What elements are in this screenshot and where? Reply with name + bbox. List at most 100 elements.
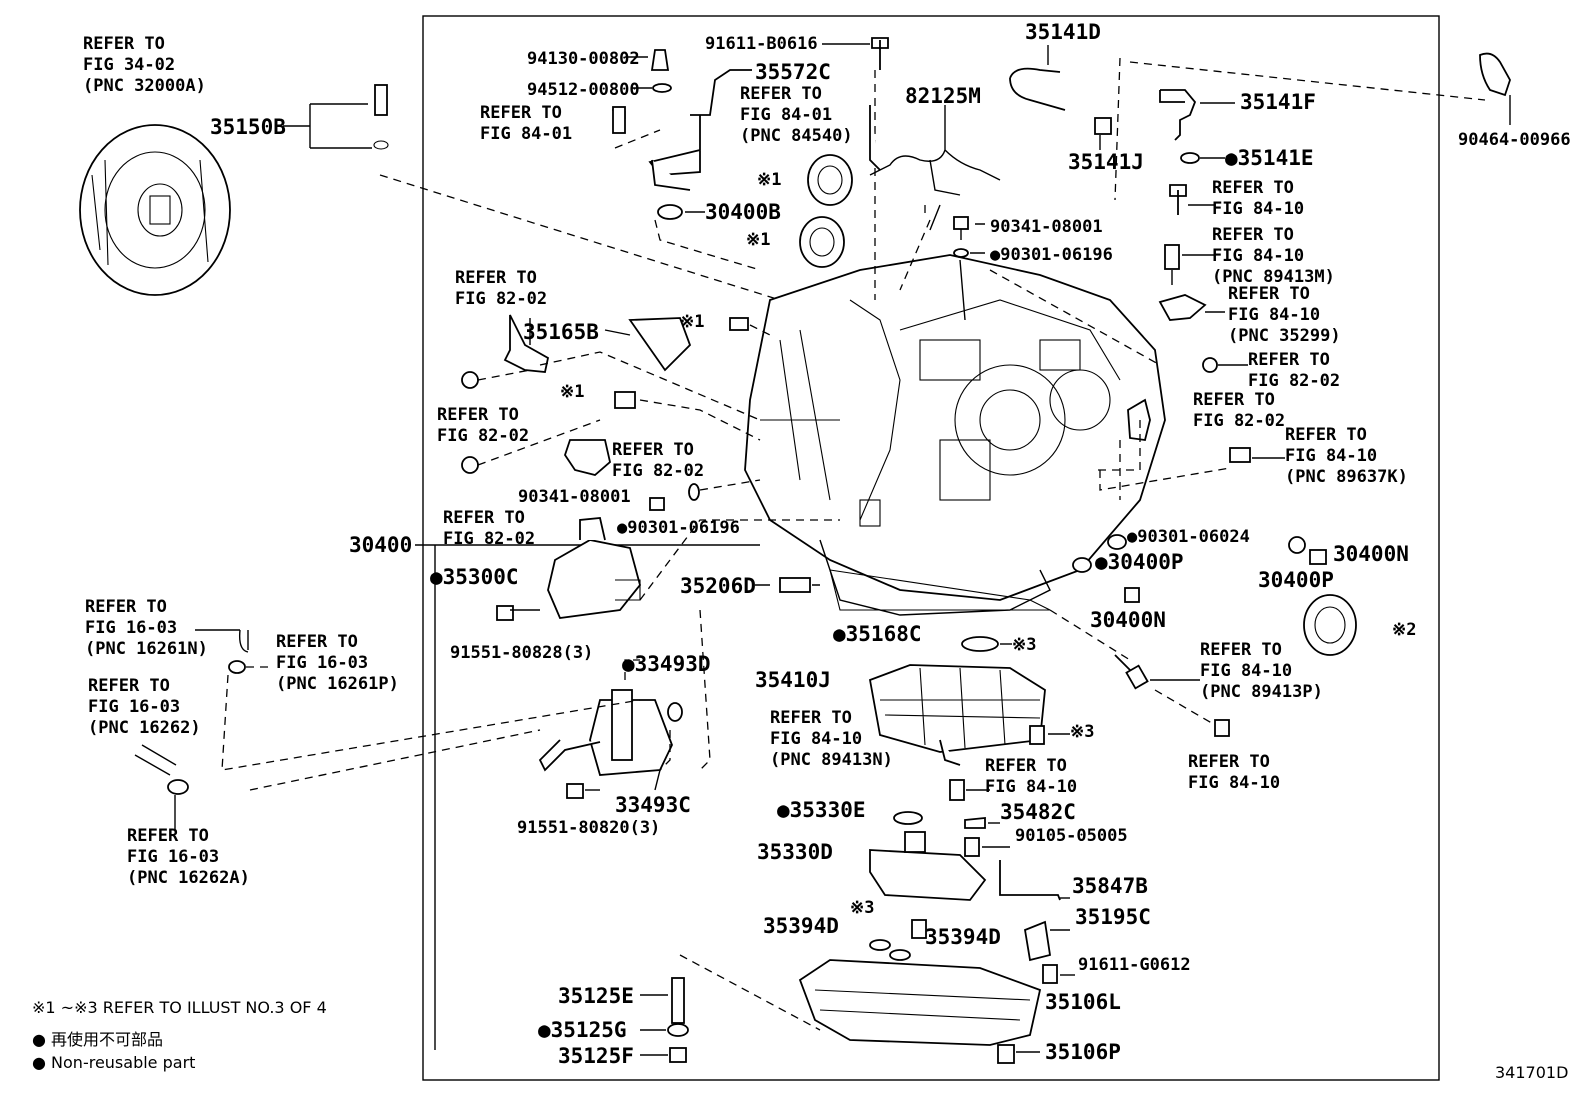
label-35206d: 35206D: [680, 574, 756, 598]
label-35141f: 35141F: [1240, 90, 1316, 114]
solenoid-35300c: [547, 539, 641, 619]
label-35141j: 35141J: [1068, 150, 1144, 174]
diagram-id: 341701D: [1495, 1063, 1569, 1082]
label-ref-89413m: REFER TO FIG 84-10 (PNC 89413M): [1212, 225, 1335, 287]
label-35330d: 35330D: [757, 840, 833, 864]
label-90105-05005: 90105-05005: [1015, 826, 1128, 846]
legend-jp: ● 再使用不可部品: [32, 1030, 164, 1049]
label-ref-35299: REFER TO FIG 84-10 (PNC 35299): [1228, 284, 1341, 346]
label-ref-32000a: REFER TO FIG 34-02 (PNC 32000A): [83, 34, 206, 96]
seal-x2: [1303, 594, 1357, 656]
label-30400: 30400: [349, 533, 413, 557]
fitting-35141f: [1159, 89, 1197, 141]
label-ref-82-02-f: REFER TO FIG 82-02: [1193, 390, 1286, 431]
valve-body-35410j: [868, 664, 1046, 753]
label-35125f: 35125F: [558, 1044, 634, 1068]
label-ref-89413n: REFER TO FIG 84-10 (PNC 89413N): [770, 708, 893, 770]
label-x1-b: ※1: [746, 230, 771, 250]
label-35106l: 35106L: [1045, 990, 1121, 1014]
legend-note: ※1 ~※3 REFER TO ILLUST NO.3 OF 4: [32, 998, 327, 1017]
nut-94130: [650, 49, 670, 71]
label-35847b: 35847B: [1072, 874, 1148, 898]
label-90301-06196-left: ●90301-06196: [617, 518, 740, 538]
label-x3-b: ※3: [1070, 722, 1095, 742]
label-90464-00966: 90464-00966: [1458, 130, 1571, 150]
fitting-35141j: [1094, 117, 1112, 135]
label-ref-82-02-a: REFER TO FIG 82-02: [455, 268, 548, 309]
label-x2: ※2: [1392, 620, 1417, 640]
label-35168c: ●35168C: [833, 622, 922, 646]
clip-16261n: [238, 629, 249, 653]
bolt-91611-b0616: [871, 37, 889, 70]
label-ref-84-10-a: REFER TO FIG 84-10: [1212, 178, 1305, 219]
harness-82125m: [869, 105, 1001, 231]
label-x1-a: ※1: [757, 170, 782, 190]
label-82125m: 82125M: [905, 84, 981, 108]
tube-35847b: [999, 860, 1061, 901]
label-33493d: ●33493D: [622, 652, 711, 676]
label-35165b: 35165B: [523, 320, 599, 344]
label-30400p: ●30400P: [1095, 550, 1184, 574]
label-35125e: 35125E: [558, 984, 634, 1008]
label-94130-00802: 94130-00802: [527, 49, 640, 69]
label-35394d: 35394D: [763, 914, 839, 938]
label-ref-82-02-d: REFER TO FIG 82-02: [443, 508, 536, 549]
label-ref-82-02-e: REFER TO FIG 82-02: [1248, 350, 1341, 391]
label-35482c: 35482C: [1000, 800, 1076, 824]
label-35394d-right: 35394D: [925, 925, 1001, 949]
plug-35150b: [283, 84, 389, 150]
label-30400b: 30400B: [705, 200, 781, 224]
label-ref-84-10-b: REFER TO FIG 84-10: [985, 756, 1078, 797]
label-ref-16261n: REFER TO FIG 16-03 (PNC 16261N): [85, 597, 208, 659]
label-35106p: 35106P: [1045, 1040, 1121, 1064]
valve-33493c: [538, 689, 673, 776]
cover-35165b: [628, 317, 692, 372]
clamp-90464: [1479, 52, 1511, 97]
hose-16262: [134, 744, 177, 776]
label-30400n-right: 30400N: [1333, 542, 1409, 566]
label-35300c: ●35300C: [430, 565, 519, 589]
label-x1-d: ※1: [560, 382, 585, 402]
label-ref-16262: REFER TO FIG 16-03 (PNC 16262): [88, 676, 201, 738]
label-35330e: ●35330E: [777, 798, 866, 822]
label-x3-c: ※3: [850, 898, 875, 918]
label-ref-89413p: REFER TO FIG 84-10 (PNC 89413P): [1200, 640, 1323, 702]
label-x3-a: ※3: [1012, 635, 1037, 655]
oil-pan-35106l: [798, 959, 1042, 1046]
label-ref-82-02-c: REFER TO FIG 82-02: [612, 440, 705, 481]
strainer-35330d: [869, 831, 987, 901]
hose-35141d: [1009, 67, 1066, 111]
label-35572c: 35572C: [755, 60, 831, 84]
label-90301-06196-top: ●90301-06196: [990, 245, 1113, 265]
label-ref-89637k: REFER TO FIG 84-10 (PNC 89637K): [1285, 425, 1408, 487]
label-33493c: 33493C: [615, 793, 691, 817]
label-30400n: 30400N: [1090, 608, 1166, 632]
label-91551-80828: 91551-80828(3): [450, 643, 594, 663]
torque-converter: [79, 124, 231, 296]
label-91611-b0616: 91611-B0616: [705, 34, 818, 54]
label-90301-06024: ●90301-06024: [1127, 527, 1250, 547]
label-90341-08001-top: 90341-08001: [990, 217, 1103, 237]
label-35195c: 35195C: [1075, 905, 1151, 929]
label-35150b: 35150B: [210, 115, 286, 139]
transmission-case: [744, 254, 1166, 616]
label-ref-82-02-b: REFER TO FIG 82-02: [437, 405, 530, 446]
label-x1-c: ※1: [680, 312, 705, 332]
label-90341-08001-left: 90341-08001: [518, 487, 631, 507]
label-30400p-right: 30400P: [1258, 568, 1334, 592]
label-ref-16262a: REFER TO FIG 16-03 (PNC 16262A): [127, 826, 250, 888]
label-ref-84-01: REFER TO FIG 84-01: [480, 103, 573, 144]
seal-x1-top: [807, 154, 853, 206]
label-91611-g0612: 91611-G0612: [1078, 955, 1191, 975]
label-ref-84540: REFER TO FIG 84-01 (PNC 84540): [740, 84, 853, 146]
label-ref-16261p: REFER TO FIG 16-03 (PNC 16261P): [276, 632, 399, 694]
seal-x1-mid: [799, 216, 845, 268]
label-94512-00800: 94512-00800: [527, 80, 640, 100]
diagram-frame: [422, 15, 1440, 1081]
legend-en: ● Non-reusable part: [32, 1053, 196, 1072]
label-91551-80820: 91551-80820(3): [517, 818, 661, 838]
label-35125g: ●35125G: [538, 1018, 627, 1042]
label-ref-84-10-c: REFER TO FIG 84-10: [1188, 752, 1281, 793]
